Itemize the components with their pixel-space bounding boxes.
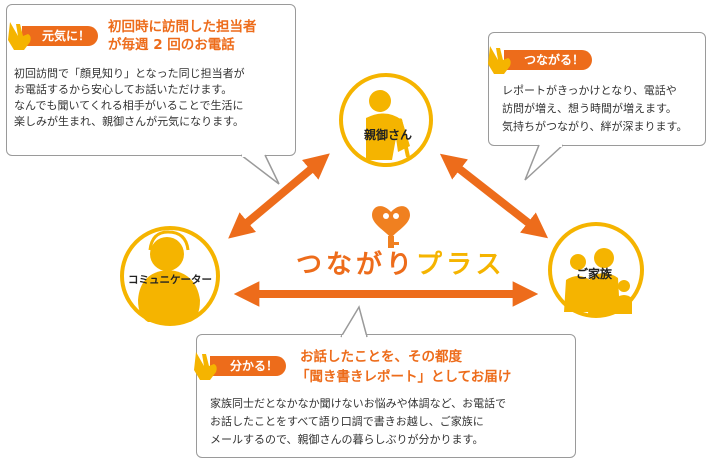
brand-title-part1: つながり: [296, 250, 417, 280]
body-wakaru-2: お話したことをすべて語り口調で書きお越し、ご家族に: [210, 415, 484, 428]
body-genki-4: 楽しみが生まれ、親御さんが元気になります。: [14, 115, 245, 128]
headline-wakaru-2: 「聞き書きレポート」としてお届け: [296, 369, 512, 385]
body-wakaru-3: メールするので、親御さんの暮らしぶりが分かります。: [210, 433, 484, 446]
body-tsunagaru-2: 訪問が増え、想う時間が増えます。: [502, 102, 677, 115]
tag-genki: 元気に！: [22, 26, 99, 46]
body-genki-1: 初回訪問で「顔見知り」となった同じ担当者が: [14, 67, 245, 80]
body-genki-3: なんでも聞いてくれる相手がいることで生活に: [14, 99, 244, 112]
parent-figure-icon: [366, 90, 410, 160]
headline-genki-1: 初回時に訪問した担当者: [108, 19, 257, 35]
card-tail: [524, 144, 564, 181]
info-card-genki: [6, 4, 296, 185]
pointing-hand-icon: [194, 352, 217, 380]
communicator-label: コミュニケーター: [128, 274, 212, 286]
info-card-wakaru: [196, 305, 576, 458]
tag-tsunagaru: つながる！: [504, 50, 593, 70]
body-wakaru-1: 家族同士だとなかなか聞けないお悩みや体調など、お電話で: [210, 397, 507, 410]
body-tsunagaru-3: 気持ちがつながり、絆が深まります。: [502, 120, 688, 133]
card-tail: [240, 154, 280, 185]
headline-wakaru-1: お話したことを、その都度: [300, 349, 462, 365]
headline-genki-2: が毎週 2 回のお電話: [108, 37, 235, 53]
heart-key-icon: [372, 206, 410, 248]
body-genki-2: お電話するから安心してお話いただけます。: [14, 83, 233, 96]
pointing-hand-icon: [488, 46, 511, 74]
arrow-parent-family: [439, 153, 549, 239]
pointing-hand-icon: [8, 22, 31, 50]
communicator-figure-icon: [138, 230, 200, 322]
parent-label: 親御さん: [363, 128, 412, 142]
family-label: ご家族: [575, 267, 612, 281]
family-figure-icon: [564, 248, 632, 314]
card-tail: [340, 305, 368, 338]
arrow-parent-communicator: [228, 153, 330, 239]
tag-wakaru: 分かる！: [210, 356, 287, 376]
body-tsunagaru-1: レポートがきっかけとなり、電話や: [502, 84, 677, 97]
brand-title-part2: プラス: [416, 250, 506, 280]
brand-title: つながりプラス: [296, 244, 506, 281]
